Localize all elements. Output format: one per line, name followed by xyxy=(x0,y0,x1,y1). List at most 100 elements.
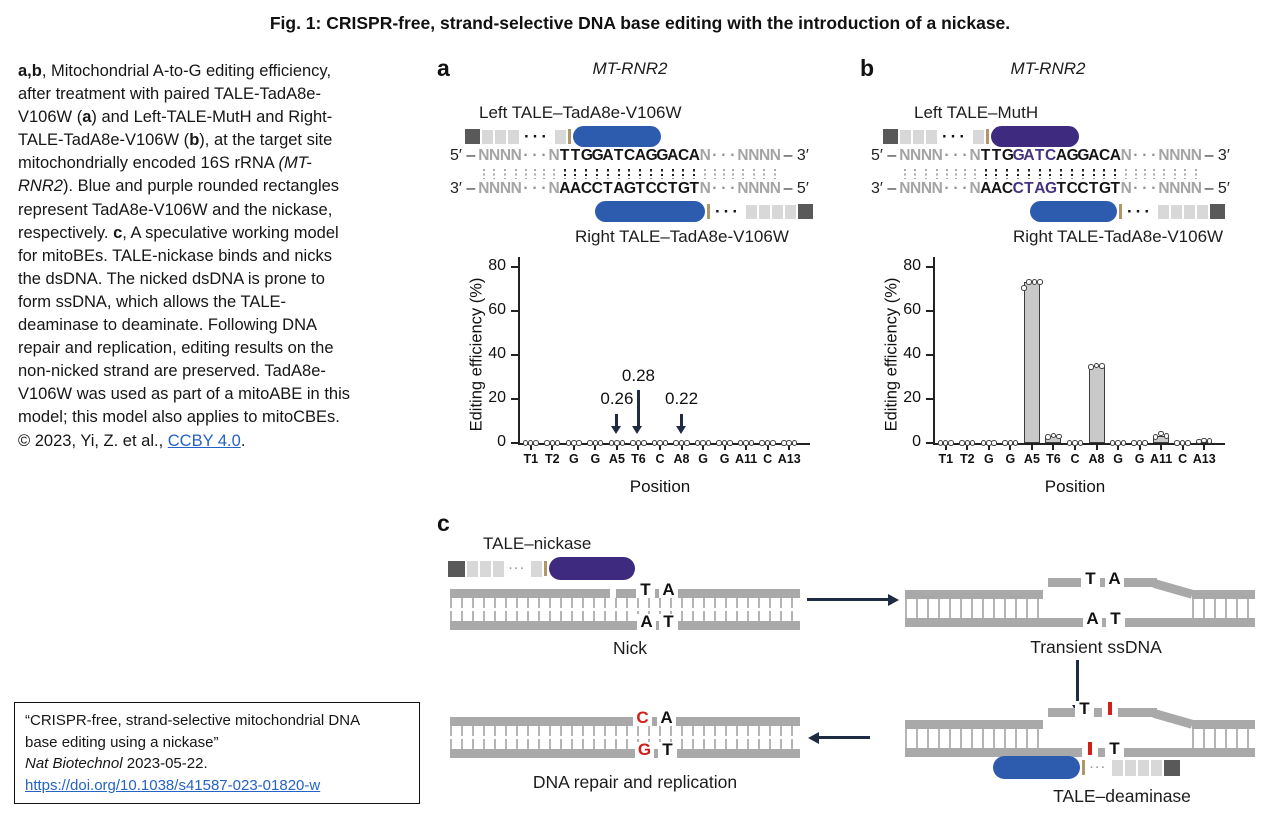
left-tale-label-b: Left TALE–MutH xyxy=(914,103,1039,122)
y-tick-label: 60 xyxy=(903,301,921,318)
data-point xyxy=(1031,279,1038,285)
y-tick-label: 40 xyxy=(488,345,506,362)
base-cell: C xyxy=(678,147,690,164)
data-point xyxy=(942,440,949,446)
data-point xyxy=(1050,432,1057,439)
x-tick-label: C xyxy=(763,452,773,466)
x-tick-label: A5 xyxy=(1023,452,1040,466)
data-point xyxy=(608,440,615,446)
ccby-license-link[interactable]: CCBY 4.0 xyxy=(167,431,241,450)
pair-tick xyxy=(1149,169,1158,179)
y-tick-label: 0 xyxy=(912,433,921,450)
pair-tick xyxy=(1158,169,1169,179)
data-point xyxy=(959,440,965,446)
y-tick-label: 20 xyxy=(488,389,506,406)
data-point xyxy=(1179,440,1186,446)
base-cell: N xyxy=(899,147,911,164)
panel-a: a MT-RNR2 Left TALE–TadA8e-V106W ··· 5′ … xyxy=(435,55,847,510)
text-segment: represent TadA8e-V106W and the nickase, xyxy=(18,200,333,219)
strand-end-label: 3′ – xyxy=(450,180,476,197)
base-cell: A xyxy=(1109,147,1121,164)
base-cell: N xyxy=(910,180,922,197)
data-point xyxy=(1142,440,1148,446)
base-pair-ticks xyxy=(450,598,800,608)
base-cell: · xyxy=(944,147,950,164)
annotation-arrow-line xyxy=(636,390,640,428)
x-tick xyxy=(745,445,748,450)
y-tick xyxy=(926,266,933,268)
pair-tick xyxy=(602,169,613,179)
x-tick-label: A13 xyxy=(777,452,801,466)
y-axis-line xyxy=(933,257,935,445)
base-cell: N xyxy=(510,180,522,197)
annotation-arrow-line xyxy=(615,414,619,428)
data-point xyxy=(700,440,706,446)
base-cell: · xyxy=(1133,147,1139,164)
base-pair-ticks xyxy=(450,726,800,736)
data-point xyxy=(527,440,534,446)
doi-link[interactable]: https://doi.org/10.1038/s41587-023-01820… xyxy=(25,776,321,794)
base-cell: G xyxy=(656,147,669,164)
pair-tick xyxy=(689,169,700,179)
text-segment: Nat Biotechnol xyxy=(25,755,123,772)
base-cell: · xyxy=(1142,147,1148,164)
x-tick xyxy=(1203,445,1206,450)
data-point xyxy=(1206,438,1213,444)
base-cell: N xyxy=(899,180,911,197)
text-segment: a xyxy=(82,108,92,127)
base-cell: G xyxy=(580,147,593,164)
pair-tick xyxy=(539,169,548,179)
data-point xyxy=(1072,440,1078,446)
x-tick-label: A8 xyxy=(673,452,690,466)
data-point xyxy=(1021,285,1027,291)
base-cell: C xyxy=(645,180,657,197)
pair-tick xyxy=(951,169,960,179)
pair-tick xyxy=(1169,169,1180,179)
dna-strand-top xyxy=(1192,720,1255,729)
pair-tick xyxy=(592,169,603,179)
base-cell: C xyxy=(656,180,668,197)
data-point xyxy=(727,440,733,446)
base-cell: G xyxy=(1045,180,1058,197)
dna-strand-bottom xyxy=(905,618,1255,627)
y-tick xyxy=(511,398,518,400)
data-point xyxy=(662,440,669,446)
data-point xyxy=(1131,440,1137,446)
left-tale-diagram-b: ··· xyxy=(883,125,1079,148)
pair-tick xyxy=(969,169,980,179)
data-point xyxy=(986,440,992,446)
base-cell: N xyxy=(1120,147,1132,164)
x-tick xyxy=(766,445,769,450)
data-point xyxy=(1158,430,1164,437)
base-cell: T xyxy=(613,147,624,164)
x-tick-label: A8 xyxy=(1088,452,1105,466)
data-point xyxy=(770,440,776,446)
base-cell: · xyxy=(721,147,727,164)
base-cell: N xyxy=(758,180,771,197)
y-tick xyxy=(511,354,518,356)
dna-strand-top xyxy=(905,720,1043,729)
y-tick xyxy=(511,266,518,268)
deaminase-pill xyxy=(595,201,705,222)
base-cell: A xyxy=(980,180,992,197)
pair-tick xyxy=(624,169,635,179)
x-tick-label: C xyxy=(1178,452,1188,466)
base-cell: A xyxy=(1034,180,1046,197)
text-segment: non-nicked strand are preserved. TadA8e- xyxy=(18,362,326,381)
data-point xyxy=(1174,440,1180,446)
x-tick-label: A13 xyxy=(1192,452,1216,466)
text-segment: base editing using a nickase” xyxy=(25,733,219,751)
x-tick-label: T1 xyxy=(938,452,954,466)
y-tick-label: 80 xyxy=(903,257,921,274)
x-tick-label: A5 xyxy=(608,452,625,466)
pair-tick xyxy=(1099,169,1110,179)
y-axis-line xyxy=(518,257,520,445)
x-tick xyxy=(1030,445,1033,450)
data-point xyxy=(1056,433,1062,440)
x-tick xyxy=(1074,445,1076,450)
pair-tick xyxy=(489,169,500,179)
base-cell: N xyxy=(920,147,933,164)
x-axis-title: Position xyxy=(1044,477,1106,496)
base-cell: G xyxy=(645,147,658,164)
